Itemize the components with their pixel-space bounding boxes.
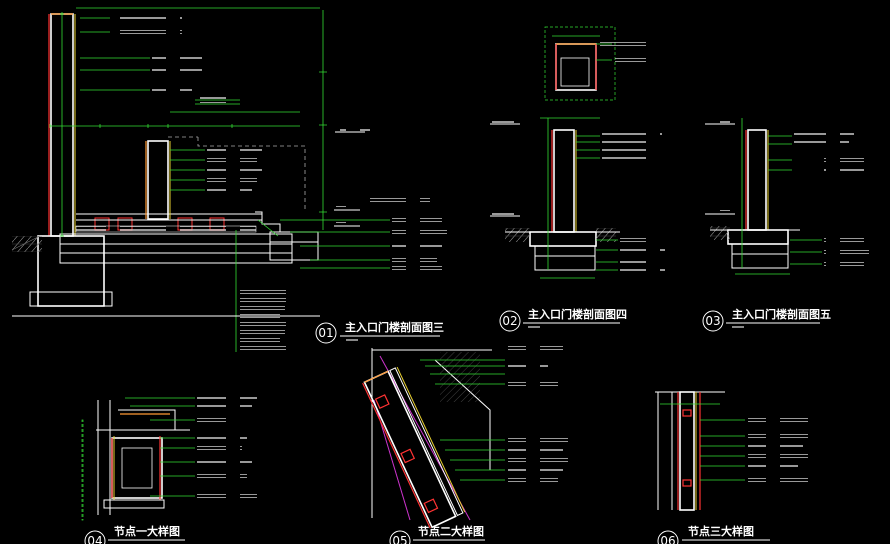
detail-04-drawing: [81, 396, 257, 521]
section-01-drawing: [11, 7, 447, 352]
drawing-number-06: 06: [660, 534, 675, 544]
section-03-drawing: [705, 118, 869, 275]
drawing-number-04: 04: [87, 534, 102, 544]
drawing-number-circle-02: [499, 310, 521, 332]
drawing-title-06: 节点三大样图: [688, 524, 754, 538]
drawing-title-02: 主入口门楼剖面图四: [528, 307, 627, 321]
drawing-title-04: 节点一大样图: [114, 524, 180, 538]
drawing-number-02: 02: [502, 314, 517, 328]
drawing-number-01: 01: [318, 326, 333, 340]
title-block-02: 02 主入口门楼剖面图四: [499, 307, 627, 332]
title-block-03: 03 主入口门楼剖面图五: [702, 307, 831, 332]
drawing-number-circle-03: [702, 310, 724, 332]
title-block-05: 05 节点二大样图: [389, 524, 485, 544]
detail-05-drawing: [362, 346, 568, 529]
drawing-title-05: 节点二大样图: [418, 524, 484, 538]
drawing-number-circle-04: [84, 530, 106, 544]
drawing-title-01: 主入口门楼剖面图三: [345, 320, 444, 334]
drawing-title-03: 主入口门楼剖面图五: [732, 307, 831, 321]
drawing-number-03: 03: [705, 314, 720, 328]
drawing-number-circle-01: [315, 322, 337, 344]
drawing-number-05: 05: [392, 534, 407, 544]
title-block-01: 01 主入口门楼剖面图三: [315, 320, 444, 344]
section-02-drawing: [490, 26, 665, 279]
title-block-06: 06 节点三大样图: [657, 524, 770, 544]
drawing-number-circle-05: [389, 530, 411, 544]
detail-06-drawing: [655, 391, 808, 511]
drawing-number-circle-06: [657, 530, 679, 544]
title-block-04: 04 节点一大样图: [84, 524, 185, 544]
